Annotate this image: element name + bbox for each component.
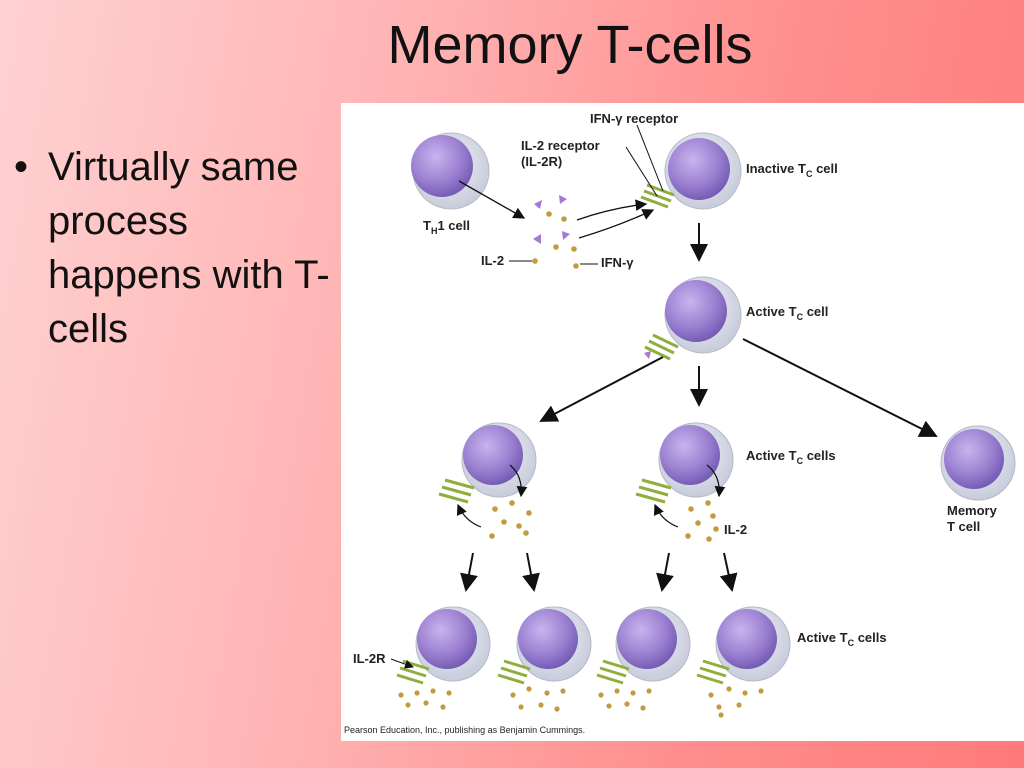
active-tc-cells-label: Active TC cells <box>746 448 836 466</box>
active-tc-cell <box>644 276 742 361</box>
active-tc-label: Active TC cell <box>746 304 828 322</box>
cytokine-cluster <box>532 195 579 269</box>
th1-cell-label: TH1 cell <box>423 218 470 236</box>
figure-credit: Pearson Education, Inc., publishing as B… <box>344 725 585 735</box>
inactive-tc-label: Inactive TC cell <box>746 161 838 179</box>
il2-binding-arrow <box>576 199 648 221</box>
bottom-tc-cell-2 <box>497 606 592 712</box>
th1-cell <box>411 132 490 210</box>
il2-receptor-label: IL-2 receptor <box>521 138 600 153</box>
ifn-receptor-label: IFN-γ receptor <box>590 111 678 126</box>
t-cell-diagram: IFN-γ receptor IL-2 receptor (IL-2R) TH1… <box>341 103 1024 741</box>
il2-receptor-abbrev: (IL-2R) <box>521 154 562 169</box>
ifn-gamma-label: IFN-γ <box>601 255 634 270</box>
il2r-bottom-pointer <box>390 658 414 669</box>
memory-label-line2: T cell <box>947 519 980 534</box>
branch-arrow-memory <box>742 338 938 437</box>
division-arrow-4 <box>719 552 738 592</box>
inactive-tc-cell <box>640 132 742 210</box>
active-tc-cell-left <box>438 422 537 539</box>
il2-mid-label: IL-2 <box>724 522 747 537</box>
bullet-list: • Virtually same process happens with T-… <box>14 140 334 356</box>
ifn-binding-arrow <box>578 209 655 239</box>
memory-label-line1: Memory <box>947 503 998 518</box>
bottom-tc-cell-3 <box>596 606 691 711</box>
il2r-bottom-label: IL-2R <box>353 651 386 666</box>
slide-title: Memory T-cells <box>387 15 753 75</box>
bottom-tc-cell-4 <box>696 606 791 718</box>
bottom-active-tc-label: Active TC cells <box>797 630 887 648</box>
bullet-marker: • <box>14 145 29 189</box>
bottom-tc-cell-1 <box>396 606 491 710</box>
th1-secretion-arrow <box>458 180 526 219</box>
branch-arrow-left <box>539 356 664 422</box>
division-arrow-1 <box>460 552 478 592</box>
division-arrow-2 <box>522 552 540 592</box>
division-arrow-3 <box>656 552 674 592</box>
bullet-text: Virtually same process happens with T-ce… <box>48 145 330 351</box>
memory-t-cell <box>940 425 1016 501</box>
active-tc-cell-middle <box>635 422 734 542</box>
bullet-item: • Virtually same process happens with T-… <box>14 140 334 356</box>
il2-label: IL-2 <box>481 253 504 268</box>
il2r-pointer <box>625 146 658 197</box>
ifn-receptor-pointer <box>636 124 664 192</box>
